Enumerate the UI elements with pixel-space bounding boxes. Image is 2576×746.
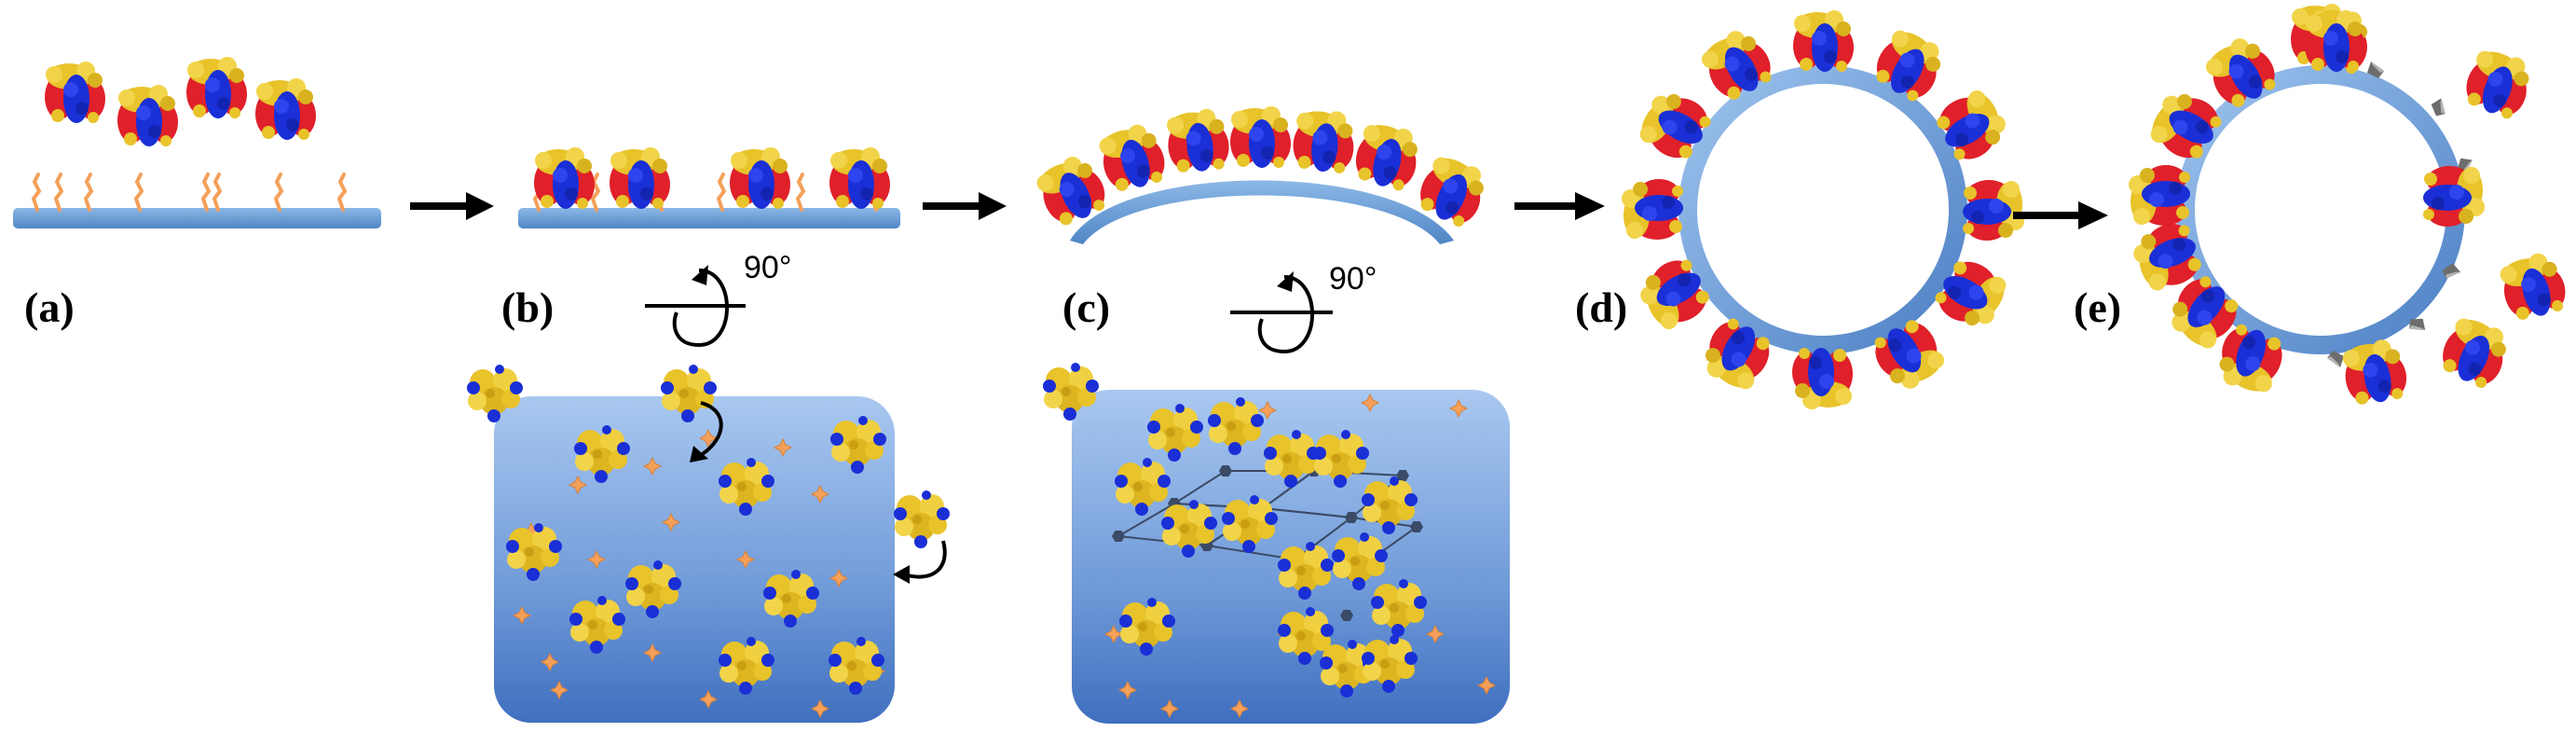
panel-b: (b) 90° [467,147,950,723]
protein-complex-icon [894,490,950,548]
rotation-angle-c: 90° [1329,261,1377,297]
protein-complex-icon [117,85,178,146]
protein-complex-icon [2129,165,2190,226]
panel-label-a: (a) [24,283,75,331]
process-arrow-icon [410,192,494,220]
panel-label-c: (c) [1062,283,1110,331]
process-arrow-icon [1514,192,1605,220]
curved-substrate [1070,180,1454,244]
protein-complex-icon [45,62,105,123]
protein-complex-icon [1230,106,1291,168]
protein-complex-icon [186,57,247,118]
protein-complex-icon [255,78,316,140]
rotation-arrow-icon [1230,271,1333,354]
panel-c: (c) 90° [1031,106,1510,724]
panel-a: (a) [13,57,381,331]
protein-complex-icon [1963,180,2024,241]
protein-complex-icon [1164,106,1232,175]
linker-icon [32,173,347,212]
protein-complex-icon [534,147,595,209]
protein-complex-icon [610,147,670,209]
process-arrow-icon [2013,201,2108,229]
protein-complex-icon [2423,166,2485,227]
panel-label-b: (b) [501,283,554,331]
protein-complex-icon [1793,10,1854,72]
rotation-arrow-icon [699,401,947,579]
process-arrow-icon [923,192,1007,220]
protein-complex-icon [1622,179,1683,240]
protein-complex-icon [1095,119,1171,196]
panel-e: (e) [2074,4,2571,408]
protein-complex-icon [730,147,790,209]
panel-label-e: (e) [2074,283,2121,331]
panel-label-d: (d) [1575,283,1627,331]
protein-complex-icon [1792,348,1853,409]
protein-complex-icon [829,147,890,209]
protein-complex-icon [1290,106,1358,175]
substrate-bar [13,208,381,228]
rotation-angle-b: 90° [744,250,791,285]
protein-complex-icon [2459,44,2538,123]
protein-complex-icon [2496,248,2571,325]
vesicle-ring [1679,65,1967,354]
substrate-bar [518,208,900,228]
protein-complex-icon [2434,311,2516,393]
rotation-arrow-icon [645,265,746,348]
panel-d: (d) [1575,10,2024,409]
protein-complex-icon [1350,117,1425,194]
